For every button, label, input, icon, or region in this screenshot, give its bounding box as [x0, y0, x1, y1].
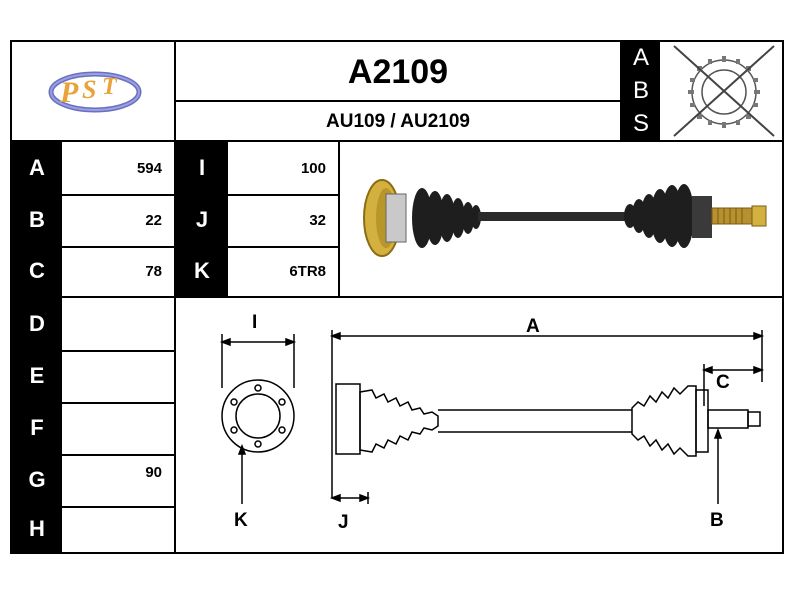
svg-text:T: T	[102, 74, 118, 100]
dim-label-k: K	[234, 510, 248, 531]
spec-label-i: I	[176, 142, 228, 194]
svg-text:S: S	[82, 75, 96, 104]
spec-value-i: 100	[300, 159, 326, 177]
spec-label-k: K	[176, 246, 228, 296]
row-line-gh	[62, 506, 174, 508]
header-bottom-line	[10, 140, 784, 142]
spec-label-j: J	[176, 194, 228, 246]
abs-ring-crossed-icon	[664, 42, 782, 140]
spec-label-e: E	[12, 350, 62, 402]
spec-value-h	[62, 506, 174, 552]
spec-label-d: D	[12, 298, 62, 350]
photo-bottom-line	[10, 296, 784, 298]
drive-shaft-photo	[342, 144, 782, 294]
spec-label-c: C	[12, 246, 62, 296]
dim-label-j: J	[338, 512, 349, 533]
photo-divider	[338, 140, 340, 298]
spec-value-k: 6TR8	[289, 262, 326, 280]
spec-value-b: 22	[145, 211, 162, 229]
spec-value-c: 78	[145, 262, 162, 280]
drive-shaft-photo-icon	[363, 179, 767, 257]
spec-value-a: 594	[136, 159, 162, 177]
abs-letter-a: A	[632, 44, 649, 72]
row-line-ij	[228, 194, 338, 196]
spec-label-f: F	[12, 402, 62, 454]
header-midline	[174, 100, 620, 102]
pst-logo-icon: P S T	[48, 71, 142, 113]
spec-label-g: G	[12, 454, 62, 506]
row-line-fg	[62, 454, 174, 456]
dimension-diagram: I A C K J B	[176, 298, 782, 552]
drive-shaft-diagram-icon	[219, 330, 765, 504]
row-line-jk	[228, 246, 338, 248]
dim-label-i: I	[252, 312, 258, 333]
spec-value-d	[62, 298, 174, 350]
dim-label-a: A	[526, 316, 540, 337]
abs-letters: A B S	[622, 42, 660, 140]
dim-label-c: C	[716, 372, 730, 393]
dim-label-b: B	[710, 510, 724, 531]
brand-logo: P S T	[40, 62, 150, 118]
header-divider-right	[620, 40, 622, 142]
row-line-bc	[62, 246, 174, 248]
svg-text:P: P	[59, 76, 79, 109]
abs-letter-b: B	[632, 76, 649, 104]
row-line-de	[62, 350, 174, 352]
spec-value-j: 32	[309, 211, 326, 229]
cross-reference: AU109 / AU2109	[326, 111, 470, 132]
abs-letter-s: S	[632, 109, 649, 137]
part-number-title: A2109	[347, 52, 449, 91]
row-line-ab	[62, 194, 174, 196]
spec-value-e	[62, 350, 174, 402]
row-line-ef	[62, 402, 174, 404]
spec-value-g: 90	[145, 463, 162, 481]
spec-label-h: H	[12, 506, 62, 552]
spec-label-a: A	[12, 142, 62, 194]
spec-label-b: B	[12, 194, 62, 246]
